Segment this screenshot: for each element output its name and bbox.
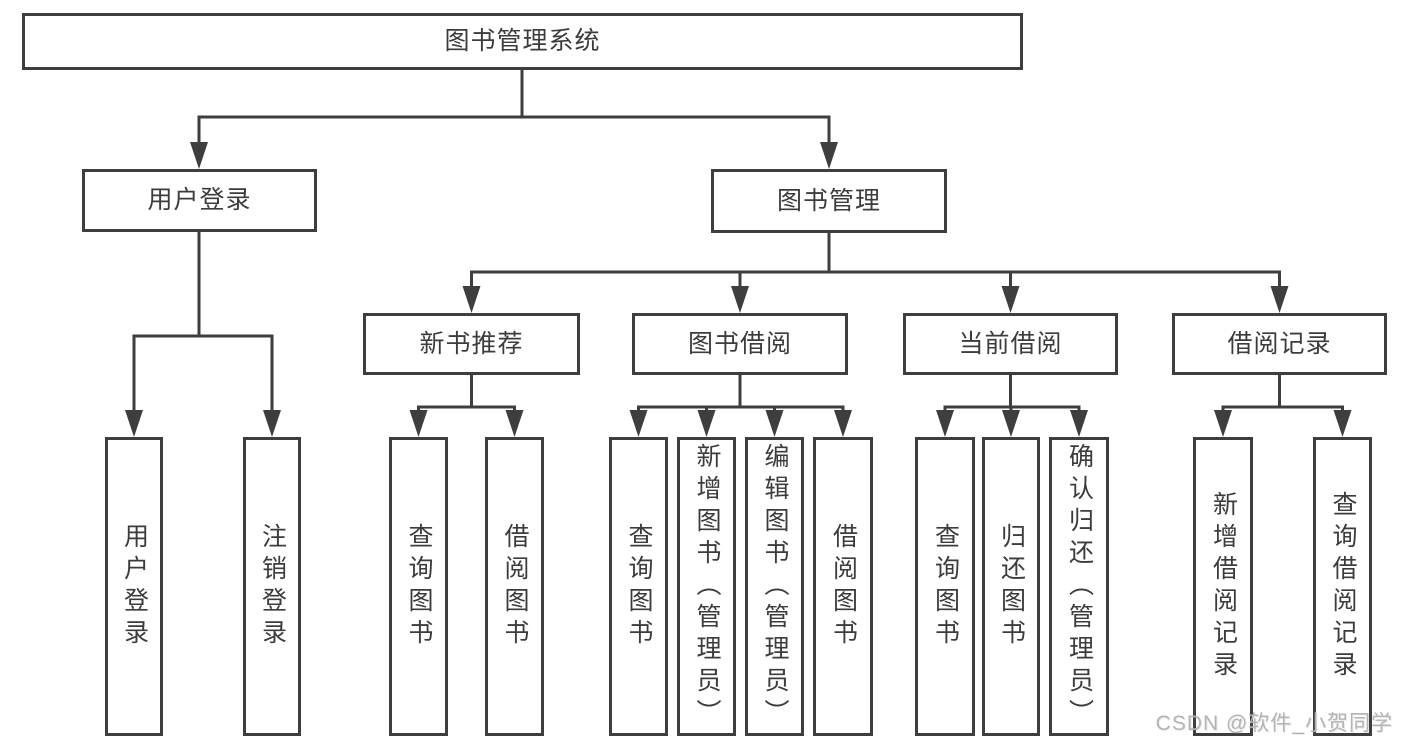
csdn-watermark: CSDN @软件_小贺同学 bbox=[1155, 712, 1393, 735]
leaf-borrowing-edit-books-admin: 编辑图书（管理员） bbox=[745, 437, 804, 736]
arrowheads bbox=[125, 142, 1352, 437]
node-book-borrowing: 图书借阅 bbox=[632, 313, 848, 375]
leaf-recommend-borrow-books: 借阅图书 bbox=[485, 437, 544, 736]
leaf-logout-login: 注销登录 bbox=[243, 437, 301, 736]
leaf-current-confirm-return-admin: 确认归还（管理员） bbox=[1049, 437, 1109, 736]
node-user-login: 用户登录 bbox=[82, 169, 317, 232]
leaf-records-query-borrow-record: 查询借阅记录 bbox=[1313, 437, 1372, 736]
node-library-management-system: 图书管理系统 bbox=[22, 13, 1023, 70]
node-new-book-recommend: 新书推荐 bbox=[363, 313, 580, 375]
leaf-user-login: 用户登录 bbox=[105, 437, 163, 736]
leaf-borrowing-borrow-books: 借阅图书 bbox=[813, 437, 873, 736]
node-borrowing-records: 借阅记录 bbox=[1172, 313, 1387, 375]
node-current-borrowing: 当前借阅 bbox=[903, 313, 1118, 375]
leaf-current-query-books: 查询图书 bbox=[915, 437, 975, 736]
leaf-records-add-borrow-record: 新增借阅记录 bbox=[1193, 437, 1253, 736]
node-book-management: 图书管理 bbox=[711, 169, 947, 233]
leaf-borrowing-add-books-admin: 新增图书（管理员） bbox=[677, 437, 736, 736]
leaf-borrowing-query-books: 查询图书 bbox=[609, 437, 668, 736]
leaf-recommend-query-books: 查询图书 bbox=[389, 437, 448, 736]
leaf-current-return-books: 归还图书 bbox=[982, 437, 1040, 736]
